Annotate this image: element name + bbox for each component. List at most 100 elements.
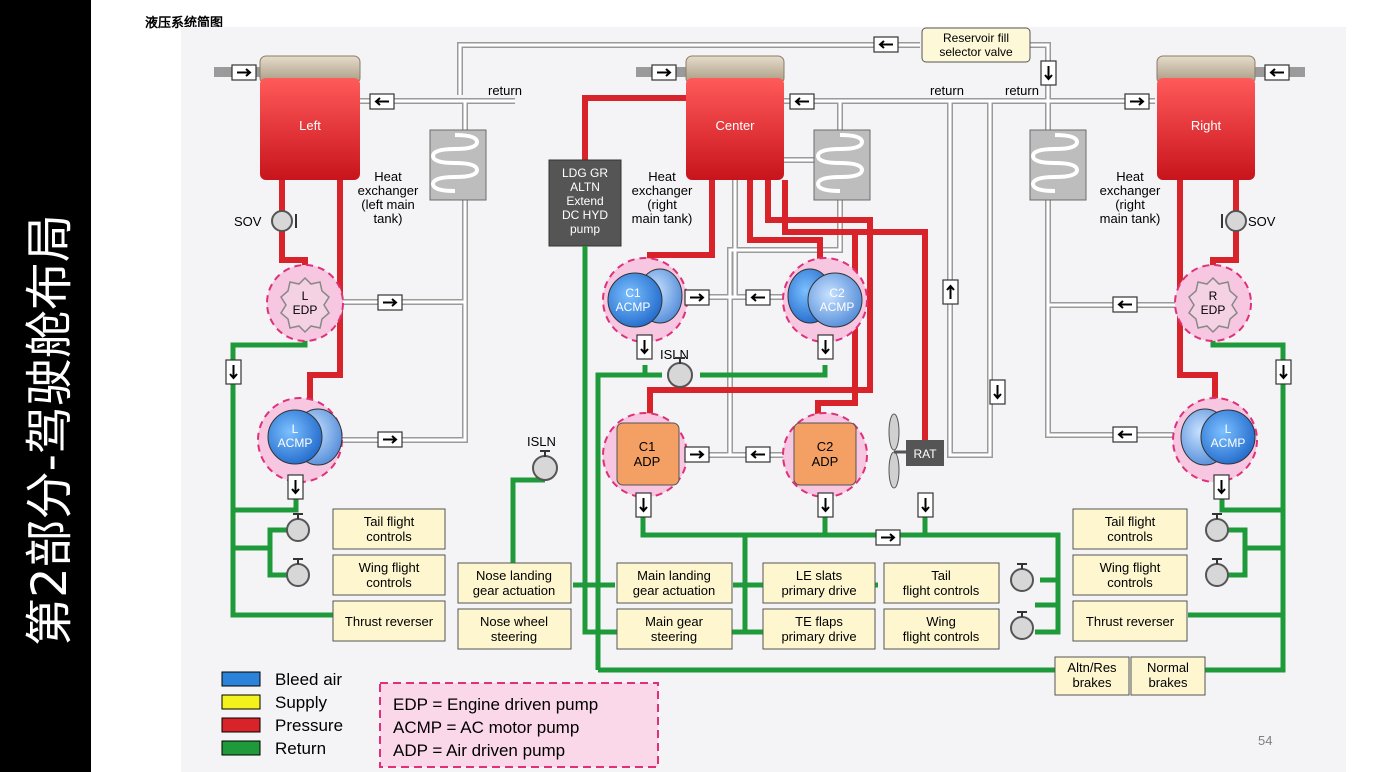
return-label-3: return — [1005, 83, 1039, 98]
c1-adp-label-2: ADP — [634, 454, 661, 469]
left-thrust-reverser: Thrust reverser — [332, 600, 446, 642]
l-edp-pump: L EDP — [266, 264, 344, 342]
te-flaps-label-1: TE flaps — [795, 614, 843, 629]
sov-right-valve — [1221, 210, 1247, 232]
legend: Bleed air Supply Pressure Return — [221, 670, 343, 758]
ldg-gr-altn-pump: LDG GR ALTN Extend DC HYD pump — [548, 159, 622, 247]
main-steer-label-1: Main gear — [645, 614, 703, 629]
legend-swatch-pressure — [221, 717, 261, 733]
right-tail-valve — [1205, 513, 1229, 542]
arrow-down-icon — [1040, 60, 1057, 86]
right-wing-flight-controls: Wing flight controls — [1072, 554, 1188, 596]
r-edp-label-1: R — [1209, 289, 1218, 303]
left-green-tail — [233, 527, 287, 551]
c-wing-label-2: flight controls — [903, 629, 980, 644]
isln-left-label: ISLN — [527, 434, 556, 449]
altn-brakes-label-2: brakes — [1072, 675, 1112, 690]
arrow-left-icon — [1112, 426, 1138, 443]
arrow-right-icon — [231, 64, 257, 81]
right-thrust-label: Thrust reverser — [1086, 614, 1175, 629]
hx-right-text-4: main tank) — [1100, 211, 1161, 226]
center-to-adp-1 — [647, 180, 873, 420]
arrow-down-icon — [225, 359, 242, 385]
te-flaps-label-2: primary drive — [781, 629, 856, 644]
arrow-down-icon — [817, 334, 834, 360]
hx-center-text-3: (right — [647, 197, 677, 212]
center-wing-flight-controls: Wing flight controls — [883, 608, 1000, 650]
nose-gear-label-2: gear actuation — [473, 583, 555, 598]
right-pressure-2 — [1177, 180, 1218, 405]
c-tail-label-1: Tail — [931, 568, 951, 583]
arrow-down-icon — [989, 379, 1006, 405]
center-tail-flight-controls: Tail flight controls — [883, 562, 1000, 604]
arrow-right-icon — [684, 446, 710, 463]
le-slats-primary-drive: LE slats primary drive — [762, 562, 876, 604]
c1-adp-pump: C1 ADP — [602, 412, 688, 498]
left-tail-label-2: controls — [366, 529, 412, 544]
legend-label-pressure: Pressure — [275, 716, 343, 735]
r-acmp-pump: L ACMP — [1172, 397, 1258, 483]
diagram-area: Left Center Right return return return S… — [181, 27, 1346, 772]
c2-adp-label-1: C2 — [817, 439, 834, 454]
center-green-c1adp — [640, 495, 1061, 608]
c2-adp-pump: C2 ADP — [782, 412, 868, 498]
hx-right-text-2: exchanger — [1100, 183, 1161, 198]
right-green-wing — [1228, 548, 1248, 578]
arrow-right-icon — [377, 294, 403, 311]
right-tail-label-1: Tail flight — [1105, 514, 1156, 529]
reservoir-fill-selector-valve: Reservoir fill selector valve — [921, 27, 1031, 63]
arrow-left-icon — [1264, 64, 1290, 81]
center-green-main-2 — [700, 365, 828, 378]
left-wing-label-1: Wing flight — [359, 560, 420, 575]
right-tail-flight-controls: Tail flight controls — [1072, 508, 1188, 550]
left-green-acmp — [233, 495, 299, 513]
main-gear-steering: Main gear steering — [616, 608, 733, 650]
rat-unit: RAT — [888, 413, 944, 489]
main-steer-label-2: steering — [651, 629, 697, 644]
arrow-up-icon — [942, 279, 959, 305]
r-acmp-label-2: ACMP — [1211, 436, 1246, 450]
left-wing-flight-controls: Wing flight controls — [332, 554, 446, 596]
r-acmp-label-1: L — [1225, 422, 1232, 436]
c2-adp-label-2: ADP — [812, 454, 839, 469]
nose-steer-label-1: Nose wheel — [480, 614, 548, 629]
consumer-boxes: Tail flight controls Wing flight control… — [332, 508, 1206, 696]
hx-right-text-1: Heat — [1116, 169, 1144, 184]
right-green-acmp — [1219, 495, 1283, 513]
arrow-right-icon — [875, 529, 901, 546]
heat-exchanger-left — [429, 129, 487, 201]
rat-label: RAT — [913, 447, 937, 461]
r-edp-label-2: EDP — [1201, 303, 1226, 317]
arrow-right-icon — [1124, 93, 1150, 110]
ldg-label-4: DC HYD — [562, 208, 608, 222]
arrow-left-icon — [369, 93, 395, 110]
left-green-edp — [230, 335, 333, 618]
arrow-right-icon — [377, 431, 403, 448]
legend-label-return: Return — [275, 739, 326, 758]
le-slats-label-2: primary drive — [781, 583, 856, 598]
arrow-down-icon — [1213, 474, 1230, 500]
arrow-down-icon — [635, 492, 652, 518]
isln-top-label: ISLN — [660, 347, 689, 362]
arrow-right-icon — [684, 289, 710, 306]
arrow-left-icon — [1112, 296, 1138, 313]
center-green-down-1 — [573, 535, 748, 635]
normal-brakes-label-1: Normal — [1147, 660, 1189, 675]
c-tail-label-2: flight controls — [903, 583, 980, 598]
definition-acmp: ACMP = AC motor pump — [393, 718, 579, 737]
isln-left-valve — [532, 450, 558, 481]
center-green-isln — [458, 477, 545, 578]
legend-swatch-bleed-air — [221, 671, 261, 687]
nose-landing-gear-actuation: Nose landing gear actuation — [457, 562, 572, 604]
center-wing-valve — [1010, 611, 1034, 640]
c2-acmp-label-1: C2 — [829, 286, 845, 300]
arrow-down-icon — [817, 492, 834, 518]
center-to-rat — [785, 229, 928, 440]
hx-left-text-3: (left main — [361, 197, 414, 212]
hx-left-text-1: Heat — [374, 169, 402, 184]
altn-brakes-label-1: Altn/Res — [1067, 660, 1117, 675]
c1-acmp-label-1: C1 — [625, 286, 641, 300]
te-flaps-primary-drive: TE flaps primary drive — [762, 608, 876, 650]
right-tank: Right — [1156, 55, 1305, 180]
left-wing-label-2: controls — [366, 575, 412, 590]
